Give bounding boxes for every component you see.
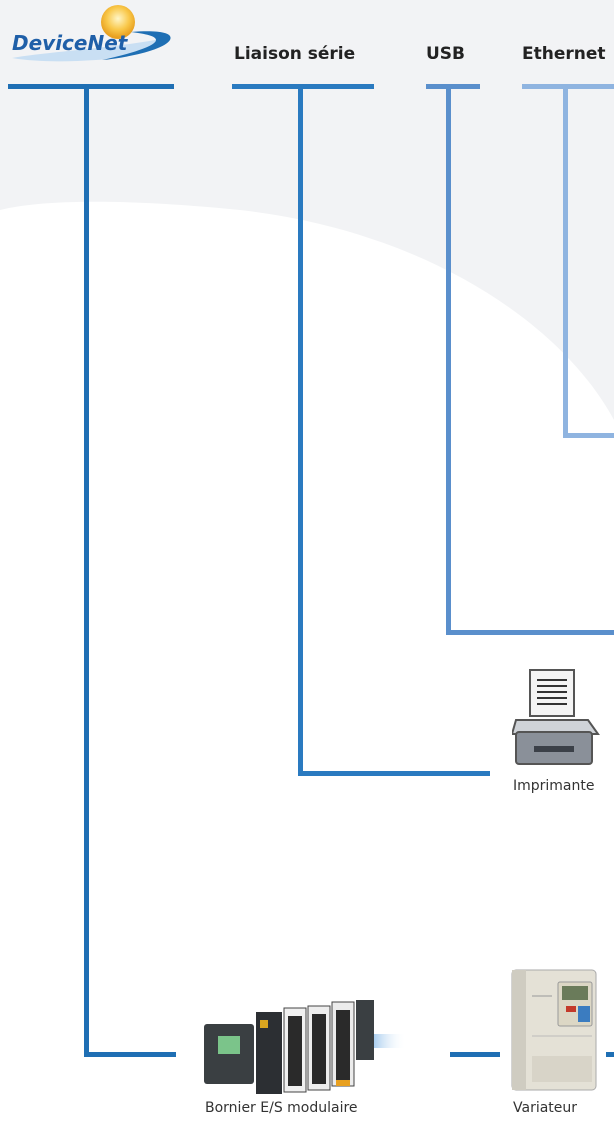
bus-label-ethernet: Ethernet <box>522 44 606 64</box>
usb-header-rule <box>426 84 480 89</box>
serial-horizontal-line <box>298 771 490 776</box>
devicenet-logo-graphic: DeviceNet <box>6 2 176 74</box>
devicenet-link-right <box>606 1052 614 1057</box>
devicenet-link-drive <box>450 1052 500 1057</box>
io-terminal-label: Bornier E/S modulaire <box>205 1100 358 1116</box>
svg-text:DeviceNet: DeviceNet <box>12 31 129 55</box>
usb-vertical-line <box>446 86 451 634</box>
devicenet-vertical-line <box>84 86 89 1056</box>
devicenet-header-rule <box>8 84 174 89</box>
drive-label: Variateur <box>513 1100 577 1116</box>
serial-vertical-line <box>298 86 303 775</box>
devicenet-logo: DeviceNet <box>6 2 176 74</box>
printer-label: Imprimante <box>513 778 595 794</box>
serial-header-rule <box>232 84 374 89</box>
devicenet-horizontal-line <box>84 1052 176 1057</box>
ethernet-header-rule <box>522 84 614 89</box>
io-terminal-image <box>196 984 406 1104</box>
bus-label-serial: Liaison série <box>234 44 355 64</box>
bus-label-usb: USB <box>426 44 465 64</box>
usb-horizontal-line <box>446 630 614 635</box>
ethernet-horizontal-line <box>563 433 614 438</box>
drive-image <box>508 966 604 1096</box>
printer-image <box>512 668 602 768</box>
ethernet-vertical-line <box>563 86 568 437</box>
